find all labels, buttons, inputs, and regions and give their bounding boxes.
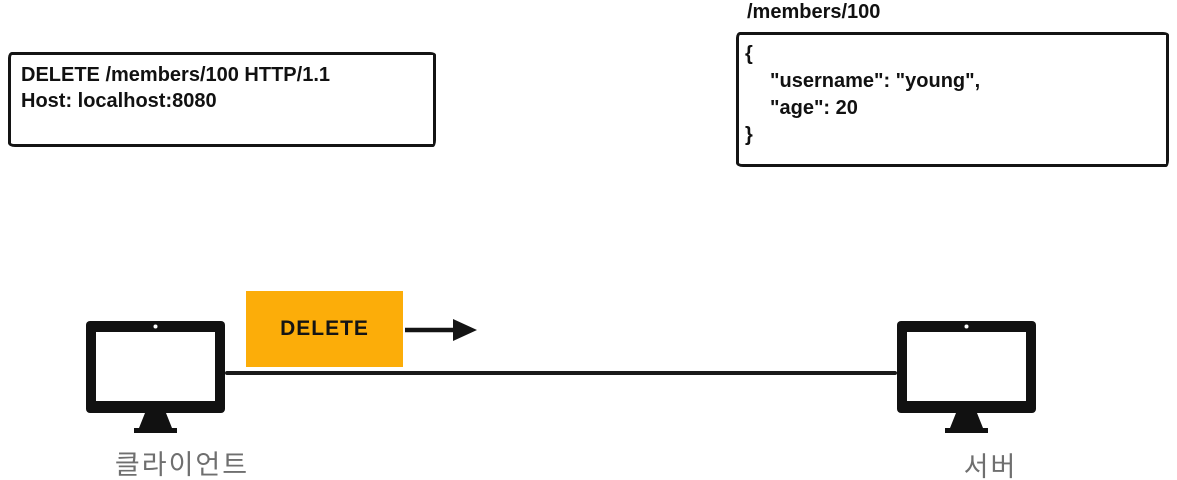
resource-path-label: /members/100 bbox=[747, 1, 881, 23]
delete-method-label: DELETE bbox=[280, 317, 369, 340]
server-monitor-icon bbox=[897, 321, 1036, 433]
client-monitor-icon bbox=[86, 321, 225, 433]
delete-method-chip: DELETE bbox=[246, 291, 403, 367]
request-arrow-icon bbox=[404, 317, 478, 343]
json-open-brace: { bbox=[745, 43, 753, 65]
host-header-line: Host: localhost:8080 bbox=[21, 90, 217, 112]
json-age-line: "age": 20 bbox=[770, 97, 858, 119]
server-label: 서버 bbox=[963, 452, 1018, 480]
json-username-line: "username": "young", bbox=[770, 70, 981, 92]
json-close-brace: } bbox=[745, 124, 753, 146]
request-line: DELETE /members/100 HTTP/1.1 bbox=[21, 64, 331, 86]
connection-line bbox=[225, 371, 897, 375]
resource-json-box: { "username": "young", "age": 20 } bbox=[736, 32, 1169, 167]
client-label: 클라이언트 bbox=[114, 450, 250, 480]
http-request-box: DELETE /members/100 HTTP/1.1 Host: local… bbox=[8, 52, 436, 147]
